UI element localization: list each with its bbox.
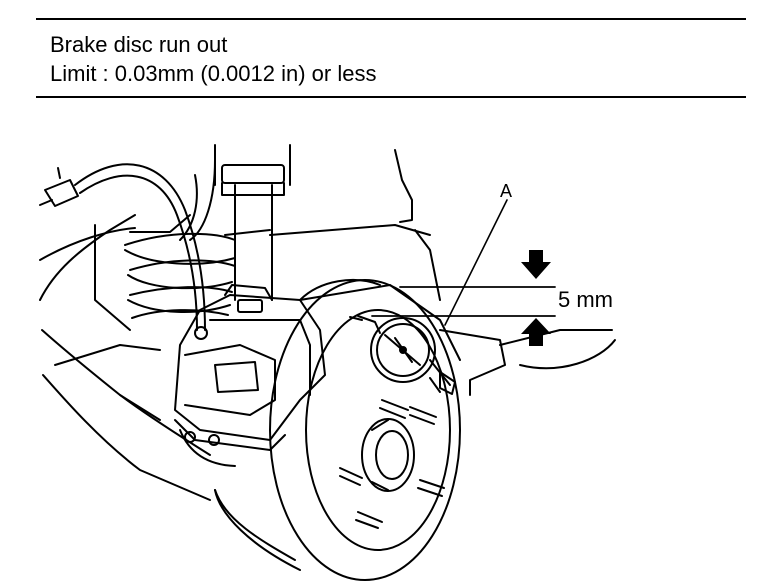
wheel-studs [339,399,445,529]
suspension-arm [39,214,211,501]
coil-spring [124,159,236,319]
bottom-rule [36,96,746,98]
dust-shield [224,149,616,396]
brake-assembly-illustration: A 5 mm [39,144,616,581]
brake-disc-figure: A 5 mm [0,100,768,586]
dial-indicator [349,315,456,395]
callout-label-a: A [500,181,512,201]
spec-box: Brake disc run out Limit : 0.03mm (0.001… [36,18,746,98]
spec-title: Brake disc run out [50,32,228,57]
dimension-arrows [521,250,551,346]
brake-disc [214,279,461,581]
wheel-hub [361,418,415,492]
arrow-up [521,318,551,346]
callout-leader-a [444,199,508,326]
dimension-lines [371,286,556,317]
brake-hose [39,163,208,340]
arrow-down [521,250,551,279]
shock-absorber [214,144,291,301]
dimension-label: 5 mm [558,287,613,312]
top-rule [36,18,746,20]
spec-limit: Limit : 0.03mm (0.0012 in) or less [50,61,377,86]
